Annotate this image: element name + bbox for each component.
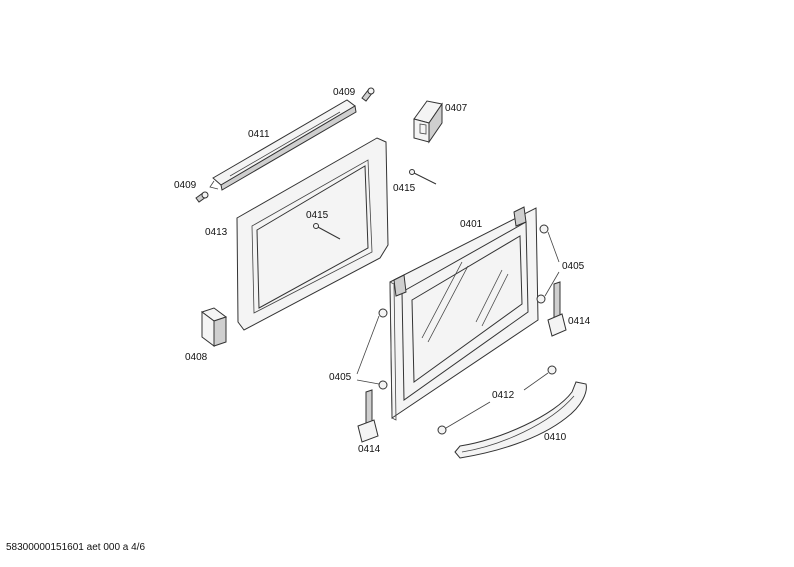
label-0401: 0401 bbox=[460, 219, 483, 230]
label-0412: 0412 bbox=[492, 390, 515, 401]
part-0411-trim-strip bbox=[209, 99, 357, 191]
label-0415-mid: 0415 bbox=[306, 210, 329, 221]
label-0414-left: 0414 bbox=[358, 444, 381, 455]
part-0412-handle-caps bbox=[437, 365, 557, 435]
part-0407-bracket bbox=[413, 100, 443, 144]
part-0413-inner-panel bbox=[236, 137, 389, 331]
part-0401-outer-door bbox=[389, 206, 539, 421]
part-0405-bushings bbox=[378, 224, 549, 390]
leader-lines-0405 bbox=[356, 231, 560, 385]
label-0414-right: 0414 bbox=[568, 316, 591, 327]
part-0409-screw-left bbox=[195, 191, 209, 203]
label-0408: 0408 bbox=[185, 352, 208, 363]
part-0409-screw-top bbox=[361, 87, 375, 102]
part-0415-pin-right bbox=[409, 169, 437, 185]
label-0409-top: 0409 bbox=[333, 87, 356, 98]
part-0414-hinge-right bbox=[547, 281, 567, 337]
label-0405-left: 0405 bbox=[329, 372, 352, 383]
label-0409-left: 0409 bbox=[174, 180, 197, 191]
label-0407: 0407 bbox=[445, 103, 468, 114]
label-0405-right: 0405 bbox=[562, 261, 585, 272]
part-0410-door-handle bbox=[454, 381, 587, 459]
label-0411: 0411 bbox=[248, 129, 270, 140]
part-0415-pin-middle bbox=[313, 223, 341, 240]
label-0410: 0410 bbox=[544, 432, 567, 443]
part-0414-hinge-left bbox=[357, 389, 379, 443]
label-0415-right: 0415 bbox=[393, 183, 416, 194]
label-0413: 0413 bbox=[205, 227, 228, 238]
part-0408-bracket bbox=[200, 307, 228, 347]
document-id-footer: 58300000151601 aet 000 a 4/6 bbox=[6, 542, 146, 553]
